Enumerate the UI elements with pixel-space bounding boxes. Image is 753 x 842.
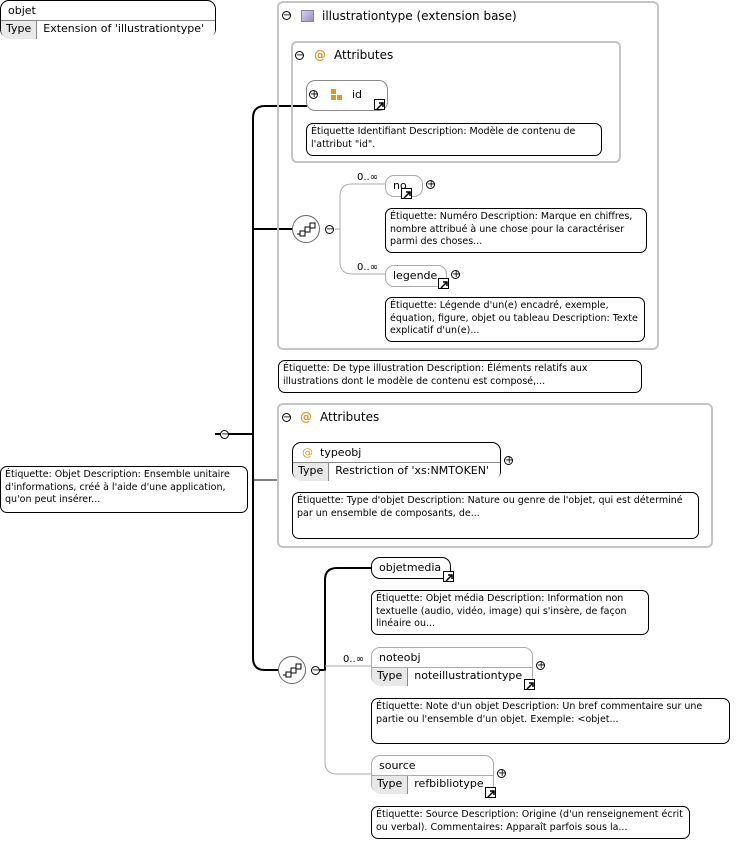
- id-expand-toggle[interactable]: +: [309, 89, 319, 100]
- noteobj-type-value: noteillustrationtype: [408, 668, 532, 686]
- objet-sequence-collapse-toggle[interactable]: −: [311, 665, 321, 676]
- objet-attributes-title: Attributes: [320, 410, 380, 424]
- objet-note: Étiquette: Objet Description: Ensemble u…: [0, 466, 248, 513]
- attribute-icon: @: [314, 48, 326, 62]
- objet-type-value: Extension of 'illustrationtype': [37, 21, 215, 39]
- objet-type-key: Type: [1, 21, 38, 39]
- noteobj-link-arrow-icon[interactable]: [524, 679, 535, 690]
- objet-attributes-collapse-toggle[interactable]: −: [282, 412, 292, 423]
- illustrationtype-group: [277, 1, 659, 350]
- illustrationtype-title: illustrationtype (extension base): [322, 9, 517, 23]
- typeobj-name: typeobj: [320, 446, 362, 459]
- illustrationtype-note: Étiquette: De type illustration Descript…: [278, 360, 642, 393]
- illustrationtype-collapse-toggle[interactable]: −: [282, 10, 292, 21]
- noteobj-element[interactable]: noteobj Type noteillustrationtype: [371, 647, 533, 686]
- illustrationtype-attributes-group: [291, 41, 621, 163]
- sequence-collapse-toggle[interactable]: −: [325, 224, 335, 235]
- legende-note: Étiquette: Légende d'un(e) encadré, exem…: [385, 297, 645, 342]
- noteobj-multiplicity: 0..∞: [343, 654, 365, 665]
- typeobj-type-key: Type: [293, 463, 330, 481]
- complex-type-icon: [301, 10, 314, 22]
- legende-expand-toggle[interactable]: +: [451, 269, 461, 280]
- objetmedia-element[interactable]: objetmedia: [371, 557, 451, 579]
- source-element[interactable]: source Type refbibliotype: [371, 755, 494, 794]
- objet-sequence-compositor-icon: [278, 656, 306, 684]
- typeobj-expand-toggle[interactable]: +: [504, 455, 514, 466]
- noteobj-type-key: Type: [372, 668, 409, 686]
- typeobj-attribute[interactable]: @ typeobj Type Restriction of 'xs:NMTOKE…: [292, 442, 501, 481]
- id-note: Étiquette Identifiant Description: Modèl…: [306, 123, 602, 156]
- legende-name: legende: [393, 269, 438, 282]
- no-link-arrow-icon[interactable]: [401, 188, 412, 199]
- objetmedia-note: Étiquette: Objet média Description: Info…: [371, 590, 649, 635]
- source-expand-toggle[interactable]: +: [497, 768, 507, 779]
- attributes-title: Attributes: [334, 48, 394, 62]
- source-link-arrow-icon[interactable]: [485, 787, 496, 798]
- legende-multiplicity: 0..∞: [357, 262, 379, 273]
- typeobj-attribute-icon: @: [302, 446, 313, 459]
- objet-attribute-icon: @: [300, 410, 312, 424]
- objet-element[interactable]: objet Type Extension of 'illustrationtyp…: [0, 0, 216, 39]
- attribute-id-icon: [331, 89, 343, 101]
- id-link-arrow-icon[interactable]: [374, 99, 385, 110]
- source-type-value: refbibliotype: [408, 776, 493, 794]
- legende-link-arrow-icon[interactable]: [438, 278, 449, 289]
- sequence-compositor-icon: [292, 215, 320, 243]
- noteobj-expand-toggle[interactable]: +: [536, 660, 546, 671]
- noteobj-note: Étiquette: Note d'un objet Description: …: [371, 698, 730, 744]
- source-name: source: [379, 759, 416, 772]
- noteobj-name: noteobj: [379, 651, 421, 664]
- typeobj-type-value: Restriction of 'xs:NMTOKEN': [329, 463, 500, 481]
- objetmedia-name: objetmedia: [379, 561, 442, 574]
- objet-name: objet: [8, 4, 36, 17]
- id-name: id: [352, 88, 363, 101]
- objet-attributes-group: [277, 403, 713, 548]
- objet-collapse-toggle[interactable]: −: [220, 429, 230, 440]
- objetmedia-link-arrow-icon[interactable]: [443, 571, 454, 582]
- typeobj-note: Étiquette: Type d'objet Description: Nat…: [292, 492, 699, 539]
- no-multiplicity: 0..∞: [357, 172, 379, 183]
- source-note: Étiquette: Source Description: Origine (…: [371, 806, 690, 839]
- legende-element[interactable]: legende: [385, 265, 447, 287]
- attributes-collapse-toggle[interactable]: −: [295, 50, 305, 61]
- no-expand-toggle[interactable]: +: [426, 179, 436, 190]
- no-note: Étiquette: Numéro Description: Marque en…: [385, 208, 647, 253]
- source-type-key: Type: [372, 776, 409, 794]
